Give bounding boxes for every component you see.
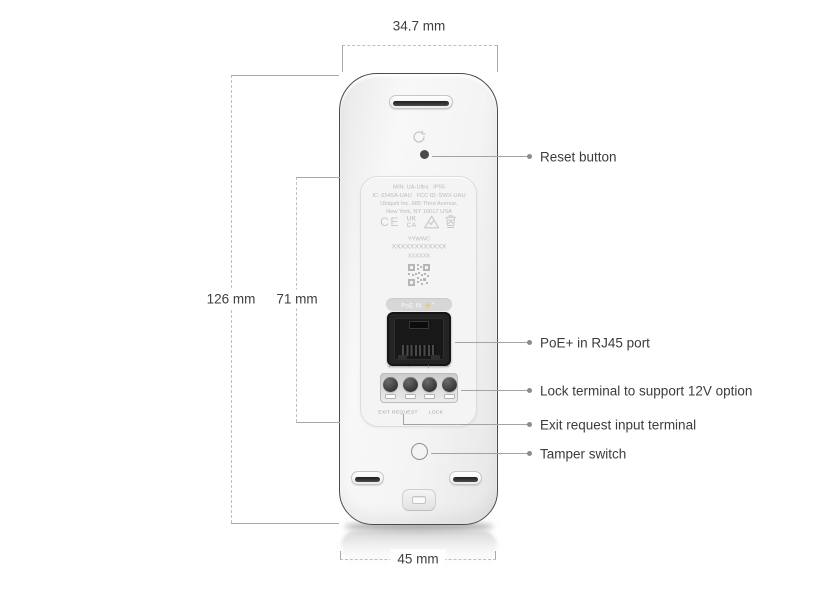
dimension-top-line bbox=[342, 45, 497, 46]
triangle-check-mark-icon bbox=[424, 215, 440, 228]
callout-dot-exit bbox=[527, 422, 532, 427]
dimension-panel-height-tick-bottom bbox=[296, 422, 340, 423]
callout-label-poe-port: PoE+ in RJ45 port bbox=[540, 335, 650, 351]
device-back-panel: M/N: UA-Ultra IP55 IC: 6545A-UAU FCC ID:… bbox=[339, 73, 498, 525]
poe-in-badge-text: PoE IN ⚡+ bbox=[401, 299, 436, 310]
dimension-top-tick-right bbox=[497, 45, 498, 72]
callout-line-reset bbox=[432, 156, 528, 157]
regulatory-line-model: M/N: UA-Ultra IP55 bbox=[392, 183, 445, 191]
poe-plus-text: + bbox=[432, 299, 436, 306]
callout-label-exit-request: Exit request input terminal bbox=[540, 417, 697, 433]
callout-dot-poe bbox=[527, 340, 532, 345]
ce-mark-icon: CE bbox=[380, 214, 400, 229]
callout-dot-reset bbox=[527, 154, 532, 159]
mounting-slot-top bbox=[389, 95, 453, 109]
dimension-bottom-width-label: 45 mm bbox=[390, 549, 446, 569]
ukca-mark-icon: UK CA bbox=[406, 214, 417, 229]
lightning-bolt-icon: ⚡ bbox=[424, 302, 433, 310]
terminal-symbol: − bbox=[406, 364, 411, 371]
dimension-height-tick-top bbox=[231, 75, 339, 76]
terminal-wire-slot bbox=[443, 394, 455, 399]
label-recess-panel: M/N: UA-Ultra IP55 IC: 6545A-UAU FCC ID:… bbox=[360, 176, 477, 427]
rj45-tab-right bbox=[430, 355, 440, 359]
callout-line-exit-vertical bbox=[403, 414, 404, 424]
certification-marks: CE UK CA bbox=[380, 213, 457, 230]
regulatory-text: M/N: UA-Ultra IP55 IC: 6545A-UAU FCC ID:… bbox=[372, 183, 465, 216]
callout-label-lock-terminal: Lock terminal to support 12V option bbox=[540, 383, 753, 399]
regulatory-line-address1: Ubiquiti Inc. 685 Third Avenue, bbox=[379, 200, 458, 207]
terminal-screw[interactable] bbox=[402, 377, 418, 392]
rj45-pins bbox=[401, 345, 436, 356]
dimension-top-width-label: 34.7 mm bbox=[385, 16, 453, 36]
terminal-block[interactable] bbox=[379, 373, 458, 403]
mounting-slot-opening bbox=[355, 477, 380, 482]
reset-arrow-icon bbox=[412, 130, 426, 144]
callout-label-reset-button: Reset button bbox=[540, 149, 617, 165]
mounting-slot-bottom-right bbox=[449, 471, 482, 485]
terminal-symbol: − bbox=[445, 364, 450, 371]
terminal-wire-slot bbox=[385, 394, 396, 399]
exit-request-terminal-label: EXIT REQUEST bbox=[378, 409, 418, 415]
rj45-tab-left bbox=[397, 355, 407, 359]
callout-label-tamper-switch: Tamper switch bbox=[540, 446, 627, 462]
terminal-symbol: + bbox=[426, 364, 431, 371]
dimension-panel-height-tick-top bbox=[296, 177, 340, 178]
terminal-screw[interactable] bbox=[383, 377, 398, 392]
callout-dot-tamper bbox=[527, 451, 532, 456]
terminal-polarity-symbols: + − + − bbox=[380, 364, 458, 371]
dimension-panel-height-label: 71 mm bbox=[269, 289, 325, 309]
callout-line-exit bbox=[403, 424, 528, 425]
terminal-screw[interactable] bbox=[422, 377, 437, 392]
dimension-height-tick-bottom bbox=[231, 523, 339, 524]
callout-line-poe bbox=[455, 342, 528, 343]
terminal-symbol: + bbox=[387, 364, 392, 371]
rj45-clip-slot bbox=[408, 321, 429, 329]
weee-bin-icon bbox=[445, 215, 456, 229]
ukca-ca-text: CA bbox=[406, 220, 417, 229]
rj45-port[interactable] bbox=[386, 312, 451, 366]
regulatory-line-address2: New York, NY 10017 USA bbox=[385, 208, 452, 215]
bottom-latch-hole bbox=[412, 496, 426, 504]
serial-mac: XXXXXXXXXXXX bbox=[391, 243, 446, 251]
callout-dot-lock bbox=[527, 388, 532, 393]
poe-in-badge: PoE IN ⚡+ bbox=[385, 298, 452, 311]
dimension-bottom-tick-left bbox=[340, 551, 341, 559]
tamper-switch[interactable] bbox=[411, 443, 428, 460]
serial-code: XXXXXX bbox=[407, 252, 430, 259]
regulatory-line-ids: IC: 6545A-UAU FCC ID: SWX-UAU bbox=[371, 191, 466, 199]
callout-line-tamper bbox=[431, 453, 528, 454]
dimension-bottom-tick-right bbox=[495, 551, 496, 559]
qr-code bbox=[407, 264, 430, 286]
terminal-screw[interactable] bbox=[441, 377, 457, 392]
rj45-jack-cavity bbox=[393, 318, 444, 360]
lock-terminal-label: LOCK bbox=[428, 409, 444, 415]
mounting-slot-top-opening bbox=[393, 101, 449, 106]
dimension-height-label: 126 mm bbox=[199, 289, 263, 309]
terminal-wire-slot bbox=[424, 394, 435, 399]
dimension-top-tick-left bbox=[342, 45, 343, 72]
terminal-wire-slot bbox=[404, 394, 416, 399]
bottom-latch-tab bbox=[402, 489, 436, 511]
device-contact-shadow bbox=[344, 522, 494, 531]
serial-datecode: YYWWC bbox=[407, 235, 430, 242]
mounting-slot-bottom-left bbox=[351, 471, 384, 485]
mounting-slot-opening bbox=[453, 477, 478, 482]
reset-button[interactable] bbox=[420, 150, 429, 159]
serial-numbers: YYWWC XXXXXXXXXXXX XXXXXX bbox=[391, 235, 446, 259]
ukca-uk-text: UK bbox=[406, 214, 417, 222]
callout-line-lock bbox=[461, 390, 528, 391]
